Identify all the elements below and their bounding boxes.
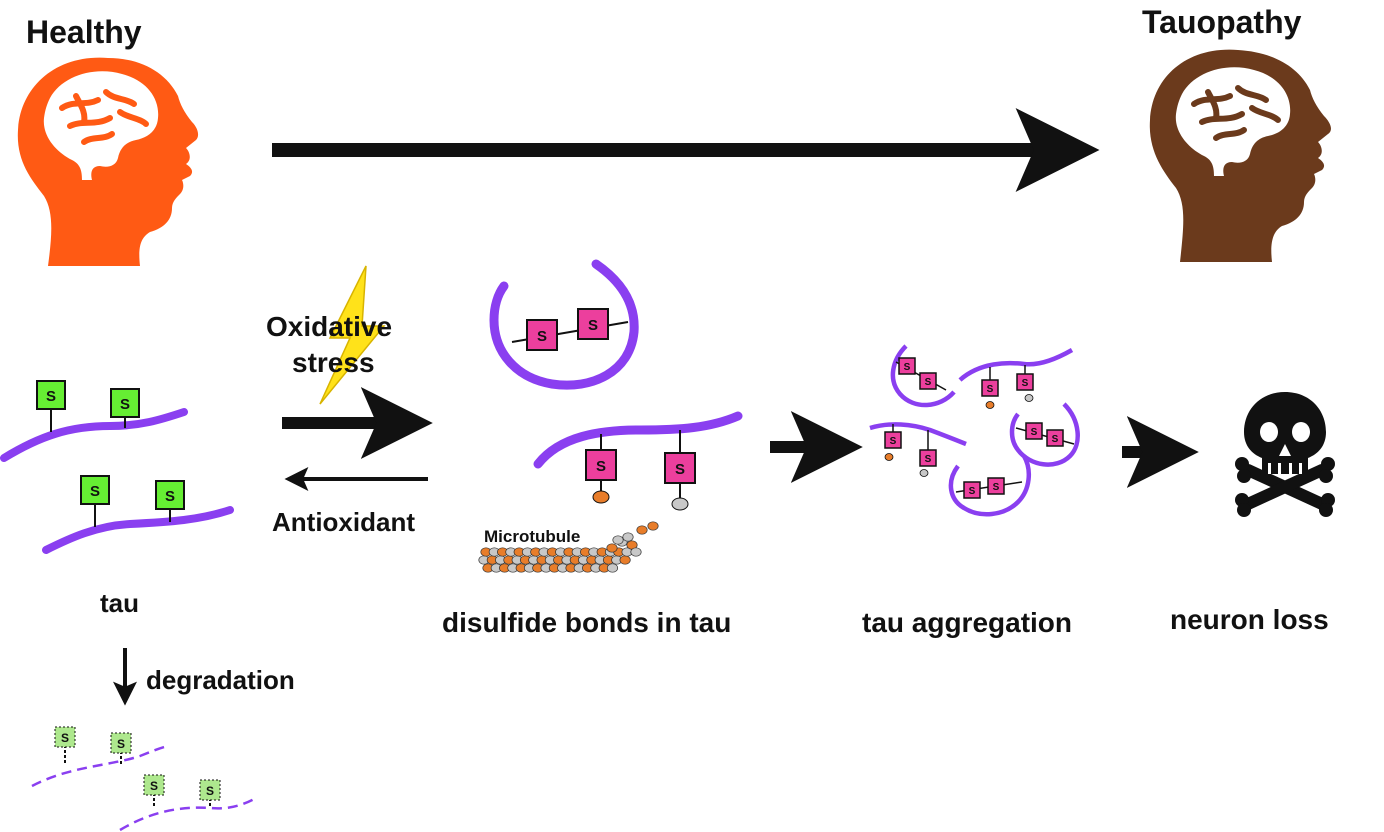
antioxidant-label: Antioxidant	[272, 507, 415, 537]
degraded-tau-fragments: S S S S	[31, 726, 257, 832]
sulfur-label: S	[987, 384, 994, 395]
skull-and-crossbones-icon	[1235, 392, 1335, 517]
sulfur-label: S	[596, 458, 606, 475]
disulfide-sulfur	[585, 449, 617, 481]
tauopathy-head-icon	[1149, 49, 1331, 263]
sulfur-label: S	[120, 396, 130, 413]
free-thiol-group	[80, 475, 110, 505]
tubulin-bead	[647, 521, 659, 531]
free-thiol-group	[36, 380, 66, 410]
tubulin-bead	[606, 543, 618, 553]
sulfur-label: S	[537, 328, 547, 345]
oxidative-stress-label-line2: stress	[292, 347, 375, 378]
sulfur-label: S	[675, 461, 685, 478]
sulfur-label: S	[1052, 434, 1059, 445]
healthy-label: Healthy	[26, 14, 142, 50]
sulfur-label: S	[150, 779, 158, 793]
free-thiol-group	[155, 480, 185, 510]
sulfur-label: S	[46, 388, 56, 405]
sulfur-label: S	[206, 784, 214, 798]
sulfur-label: S	[1022, 378, 1029, 389]
tubulin-bead	[636, 525, 648, 535]
microtubule-label: Microtubule	[484, 527, 580, 546]
tubulin-bead	[606, 563, 619, 573]
tau-intramolecular-disulfide: S S	[489, 259, 639, 390]
sulfur-label: S	[165, 488, 175, 505]
tau-microtubule-bound: S S	[533, 411, 743, 511]
disulfide-sulfur	[526, 319, 558, 351]
tubulin-bead	[619, 555, 631, 565]
neuron-loss-label: neuron loss	[1170, 604, 1329, 635]
microtubule: Microtubule	[478, 521, 659, 573]
tau-label: tau	[100, 588, 139, 618]
sulfur-label: S	[117, 737, 125, 751]
tubulin-bead	[622, 532, 634, 542]
tau-aggregates: S S S S S S S S S S	[869, 344, 1080, 517]
sulfur-label: S	[90, 483, 100, 500]
sulfur-label: S	[890, 436, 897, 447]
sulfur-label: S	[993, 482, 1000, 493]
sulfur-label: S	[904, 362, 911, 373]
disulfide-sulfur	[577, 308, 609, 340]
sulfur-label: S	[588, 317, 598, 334]
free-thiol-group	[110, 388, 140, 418]
lightning-bolt-icon	[319, 265, 386, 405]
sulfur-label: S	[925, 454, 932, 465]
tubulin-bead	[612, 535, 624, 545]
tau-strand-healthy: S S	[0, 380, 188, 462]
sulfur-label: S	[969, 486, 976, 497]
sulfur-label: S	[61, 731, 69, 745]
tubulin-bead	[630, 547, 642, 557]
degradation-label: degradation	[146, 665, 295, 695]
oxidative-stress-label-line1: Oxidative	[266, 311, 392, 342]
tau-strand-healthy: S S	[42, 475, 234, 554]
disulfide-bonds-label: disulfide bonds in tau	[442, 607, 731, 638]
sulfur-label: S	[925, 377, 932, 388]
healthy-head-icon	[17, 57, 199, 267]
tau-aggregation-label: tau aggregation	[862, 607, 1072, 638]
sulfur-label: S	[1031, 427, 1038, 438]
tauopathy-label: Tauopathy	[1142, 4, 1302, 40]
